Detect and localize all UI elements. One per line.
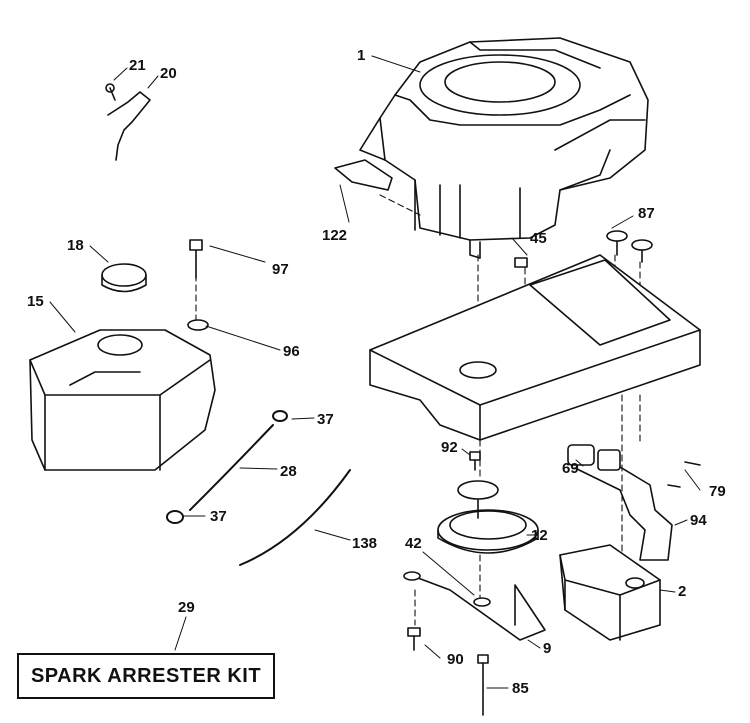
bolt-92 <box>469 451 481 471</box>
part-label-12: 12 <box>531 527 548 544</box>
part-label-97: 97 <box>272 261 289 278</box>
part-label-138: 138 <box>352 535 377 552</box>
part-label-69: 69 <box>562 460 579 477</box>
part-label-96: 96 <box>283 343 300 360</box>
part-label-21: 21 <box>129 57 146 74</box>
part-number-labels: 1 2 9 12 15 18 20 21 28 29 37 37 42 45 6… <box>27 47 726 697</box>
leader-lines <box>49 55 701 689</box>
throttle-bracket <box>105 83 151 161</box>
part-label-37-upper: 37 <box>317 411 334 428</box>
fuel-cap <box>101 263 147 293</box>
muffler <box>559 544 661 641</box>
spark-arrester-kit-box: SPARK ARRESTER KIT <box>17 653 275 699</box>
part-label-42: 42 <box>405 535 422 552</box>
part-label-20: 20 <box>160 65 177 82</box>
part-label-15: 15 <box>27 293 44 310</box>
part-label-94: 94 <box>690 512 707 529</box>
part-label-92: 92 <box>441 439 458 456</box>
engine-drawing <box>359 37 649 259</box>
part-label-122: 122 <box>322 227 347 244</box>
fuel-hoses <box>166 410 351 566</box>
part-label-37-lower: 37 <box>210 508 227 525</box>
bracket-122 <box>334 159 393 191</box>
part-label-79: 79 <box>709 483 726 500</box>
mower-deck-plate <box>369 254 701 441</box>
mounting-knobs <box>514 230 653 268</box>
fuel-tank <box>29 329 216 471</box>
part-label-85: 85 <box>512 680 529 697</box>
part-label-28: 28 <box>280 463 297 480</box>
part-label-9: 9 <box>543 640 551 657</box>
part-label-29: 29 <box>178 599 195 616</box>
part-label-1: 1 <box>357 47 365 64</box>
exhaust-pipe <box>567 444 701 561</box>
muffler-bracket <box>403 571 546 716</box>
bolt-and-washer <box>187 239 209 331</box>
part-label-45: 45 <box>530 230 547 247</box>
part-label-2: 2 <box>678 583 686 600</box>
part-label-87: 87 <box>638 205 655 222</box>
engine-pulley <box>437 480 539 554</box>
part-label-18: 18 <box>67 237 84 254</box>
spark-arrester-kit-label: SPARK ARRESTER KIT <box>30 664 262 687</box>
part-label-90: 90 <box>447 651 464 668</box>
